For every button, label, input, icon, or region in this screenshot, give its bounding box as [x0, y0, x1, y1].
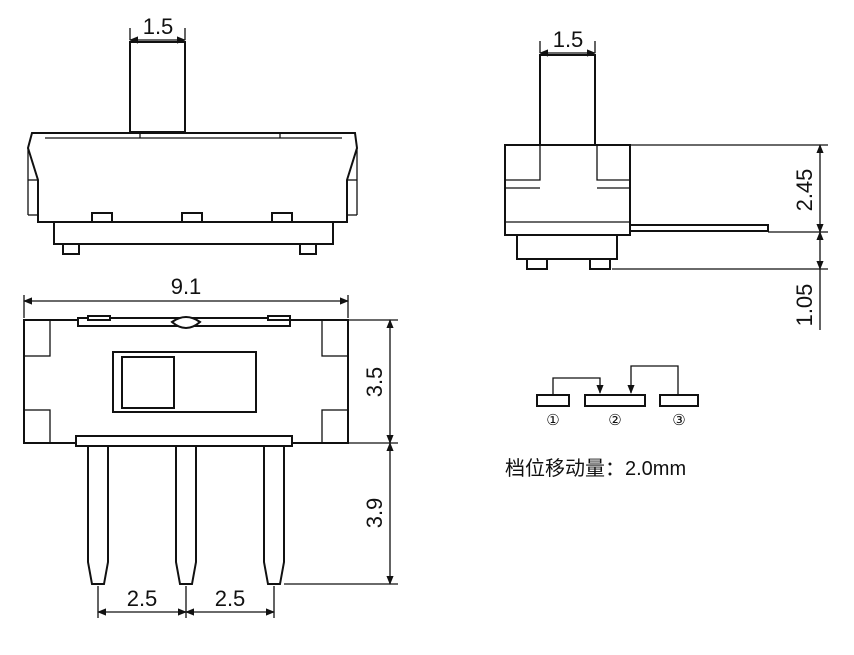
terminal-1-contact	[536, 394, 570, 407]
pin-1	[87, 445, 109, 585]
side-pin-height-dimension: 1.05	[792, 284, 817, 327]
front-body	[26, 132, 359, 223]
switch-schematic: ① ② ③ 档位移动量：2.0mm	[505, 365, 699, 480]
pin-pitch-left-dimension: 2.5	[127, 586, 158, 611]
front-actuator	[129, 41, 186, 133]
side-actuator-dimension: 1.5	[553, 27, 584, 52]
side-terminal-lead	[629, 224, 769, 232]
pin-2	[175, 445, 197, 585]
terminal-2-label: ②	[608, 412, 621, 429]
pin-pitch-right-dimension: 2.5	[215, 586, 246, 611]
front-actuator-dimension: 1.5	[143, 14, 174, 39]
terminal-3-label: ③	[672, 412, 685, 429]
total-width-dimension: 9.1	[171, 274, 202, 299]
travel-caption: 档位移动量：2.0mm	[505, 457, 686, 480]
terminal-2-contact	[584, 394, 646, 407]
front-view: 1.5	[26, 14, 359, 255]
terminal-3-contact	[659, 394, 699, 407]
side-body	[504, 144, 631, 236]
terminal-1-label: ①	[546, 412, 559, 429]
pin-length-dimension: 3.9	[362, 498, 387, 529]
front-base	[53, 221, 334, 245]
side-view: 1.5 2.45 1.05	[504, 27, 828, 330]
top-view: 9.1 3.5 3.9	[23, 274, 398, 618]
side-body-height-dimension: 2.45	[792, 169, 817, 212]
side-actuator	[539, 54, 596, 146]
body-depth-dimension: 3.5	[362, 367, 387, 398]
pin-3	[263, 445, 285, 585]
slider-knob	[121, 356, 175, 409]
